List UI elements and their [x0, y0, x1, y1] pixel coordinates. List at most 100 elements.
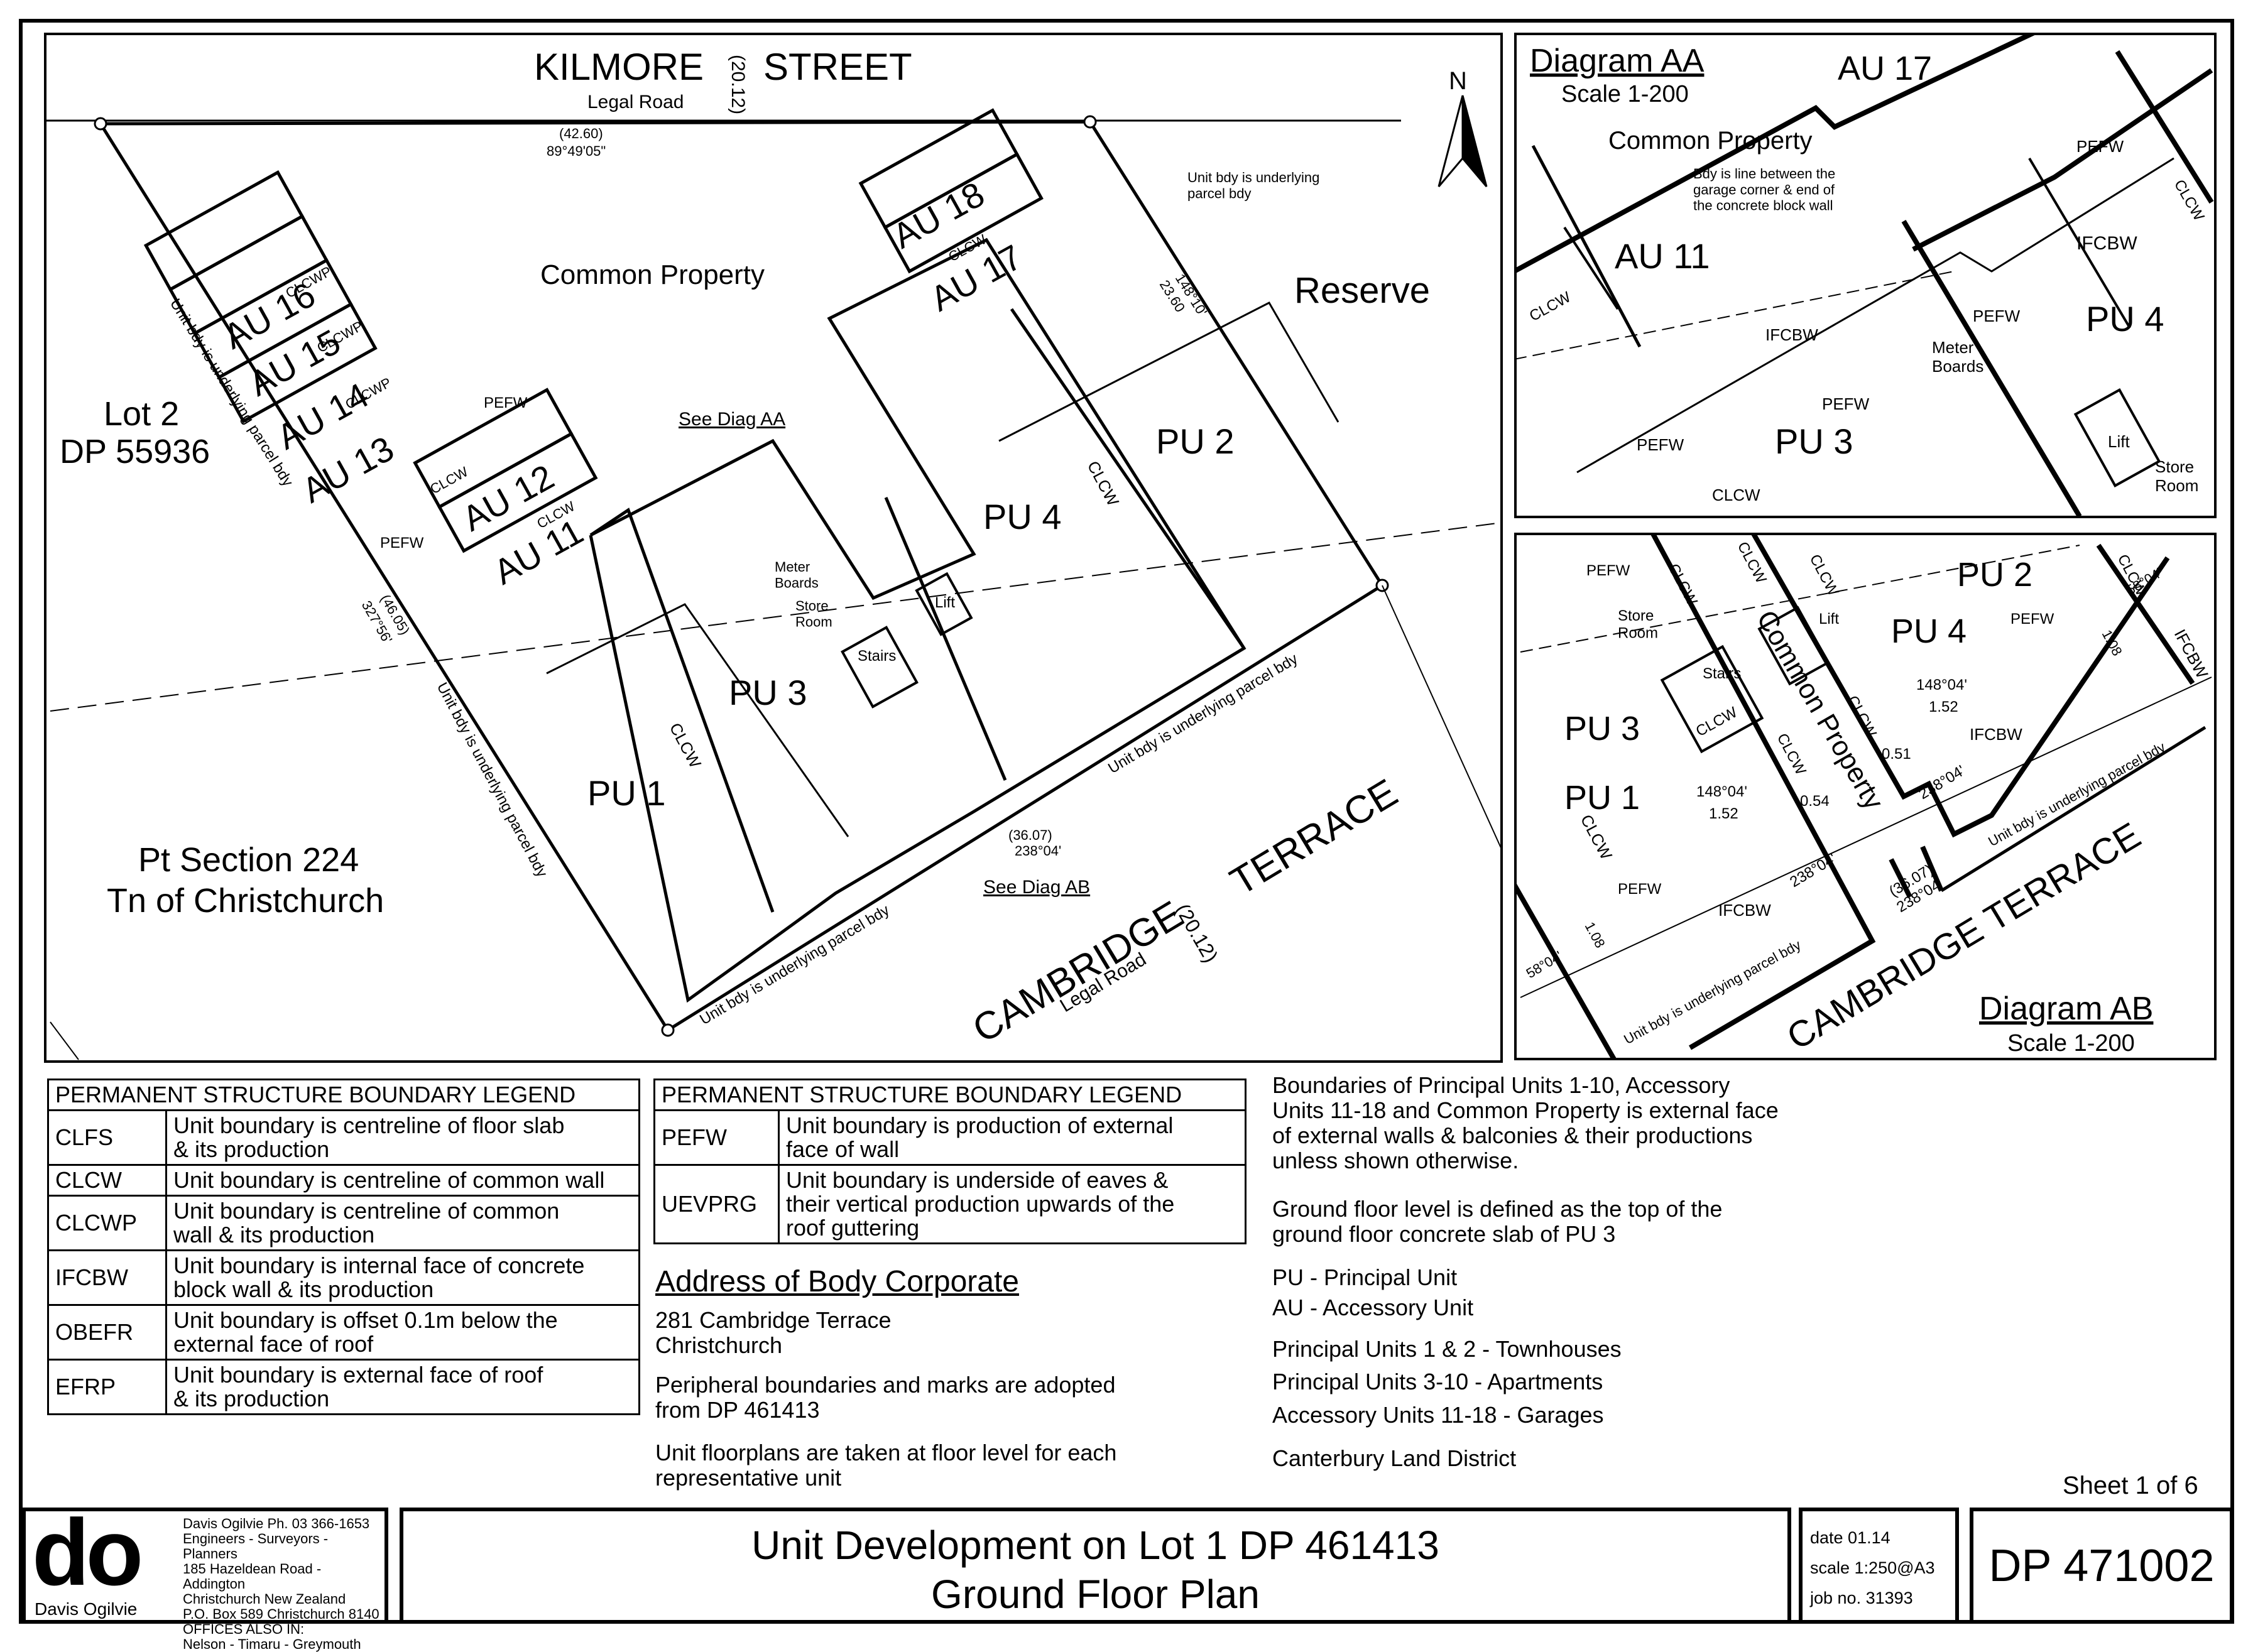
diagram-ab-pu4: PU 4 — [1891, 612, 1967, 650]
legend1-rows-0-code: CLFS — [47, 1109, 167, 1166]
diagram-aa-pefw: PEFW — [1822, 394, 1870, 413]
plan-legal-road: Legal Road — [587, 92, 684, 112]
land-district-note: Canterbury Land District — [1272, 1445, 1517, 1471]
diagram-ab-clcw: CLCW — [1577, 812, 1617, 863]
company-details: Davis Ogilvie Ph. 03 366-1653 Engineers … — [183, 1516, 379, 1652]
legend1-rows-4-code: OBEFR — [47, 1304, 167, 1361]
dp-number-block: DP 471002 — [1970, 1508, 2234, 1624]
body-corporate-heading: Address of Body Corporate — [655, 1265, 1019, 1298]
diagram-aa-ifcbw: IFCBW — [1765, 325, 1818, 344]
plan-stairs: Stairs — [858, 648, 896, 665]
diagram-ab-clcw: CLCW — [1806, 552, 1842, 599]
plan-lot2-line2: DP 55936 — [60, 433, 210, 470]
pu3-label: PU 3 — [729, 673, 807, 712]
legend1-rows-4-desc: Unit boundary is offset 0.1m below the e… — [165, 1304, 640, 1361]
common-property-label: Common Property — [540, 259, 765, 290]
diagram-ab-brg-b: 148°04' — [1696, 783, 1747, 800]
diagram-aa-pefw: PEFW — [1637, 435, 1684, 454]
plan-pefw: PEFW — [380, 535, 424, 552]
abbreviations-note: PU - Principal Unit AU - Accessory Unit — [1272, 1264, 1474, 1320]
diagram-aa-title: Diagram AA — [1530, 43, 1705, 79]
dp-number: DP 471002 — [1988, 1540, 2215, 1591]
legend-2-header: PERMANENT STRUCTURE BOUNDARY LEGEND — [653, 1079, 1247, 1111]
diagram-ab-pu3: PU 3 — [1564, 710, 1640, 747]
diagram-ab-brg-58-b: 58°04' — [1524, 948, 1565, 981]
plan-title-line2: Ground Floor Plan — [931, 1572, 1260, 1617]
company-logo: do — [32, 1499, 143, 1605]
diagram-ab-pefw: PEFW — [2010, 611, 2054, 628]
plan-street-top-width: (20.12) — [728, 55, 748, 114]
legend2-rows-1-code: UEVPRG — [653, 1164, 780, 1244]
diagram-aa-pu4: PU 4 — [2086, 299, 2164, 339]
diagram-aa-scale: Scale 1-200 — [1561, 81, 1689, 107]
street-top-name: KILMORE — [534, 46, 704, 88]
au-garage-block-right — [858, 108, 1044, 274]
diagram-ab-clcw: CLCW — [1665, 561, 1701, 608]
diagram-ab-v108-b: 1.08 — [1582, 920, 1608, 951]
plan-pt-section-line1: Pt Section 224 — [138, 841, 359, 879]
diagram-aa-au11: AU 11 — [1615, 236, 1710, 276]
legend1-rows-5-desc: Unit boundary is external face of roof &… — [165, 1359, 640, 1415]
diagram-ab-clcw: CLCW — [1734, 539, 1770, 586]
boundaries-note: Boundaries of Principal Units 1-10, Acce… — [1272, 1072, 1779, 1173]
legend1-rows-3-desc: Unit boundary is internal face of concre… — [165, 1249, 640, 1306]
plan-see-diag-ab: See Diag AB — [983, 877, 1090, 898]
diagram-aa-ifcbw: IFCBW — [2076, 233, 2137, 254]
pu4-label: PU 4 — [983, 497, 1062, 536]
legend-1-header: PERMANENT STRUCTURE BOUNDARY LEGEND — [47, 1079, 640, 1111]
diagram-ab-ifcbw: IFCBW — [2171, 626, 2212, 682]
diagram-ab-len-a: 1.52 — [1929, 698, 1958, 715]
diagram-aa-pefw: PEFW — [2076, 137, 2124, 156]
diagram-aa-clcw: CLCW — [1712, 486, 1760, 504]
plan-bottom-len: (36.07) — [1008, 827, 1052, 843]
north-arrow-icon — [1437, 95, 1464, 187]
diagram-ab-v051: 0.51 — [1882, 746, 1911, 763]
plan-unit-bdy-underlying: Unit bdy is underlying parcel bdy — [697, 901, 892, 1028]
diagram-ab-brg-238-a: 238°04' — [1916, 762, 1968, 803]
plan-title-line1: Unit Development on Lot 1 DP 461413 — [751, 1523, 1439, 1568]
plan-see-diag-aa: See Diag AA — [679, 409, 785, 430]
legend2-rows-0-desc: Unit boundary is production of external … — [778, 1109, 1247, 1166]
legend1-rows-0-desc: Unit boundary is centreline of floor sla… — [165, 1109, 640, 1166]
legend1-rows-1-desc: Unit boundary is centreline of common wa… — [165, 1164, 640, 1197]
legend2-rows-0-code: PEFW — [653, 1109, 780, 1166]
legend1-rows-2-desc: Unit boundary is centreline of common wa… — [165, 1195, 640, 1251]
plan-street-bottom: CAMBRIDGE — [966, 893, 1190, 1052]
diagram-ab-brg-a: 148°04' — [1916, 677, 1967, 693]
sheet-number: Sheet 1 of 6 — [2063, 1472, 2198, 1499]
diagram-aa-au17: AU 17 — [1838, 50, 1932, 87]
plan-pefw: PEFW — [484, 394, 528, 411]
floorplans-note: Unit floorplans are taken at floor level… — [655, 1440, 1117, 1491]
diagram-aa: Diagram AA Scale 1-200 AU 17 Common Prop… — [1514, 33, 2217, 518]
pu-townhouses-note: Principal Units 1 & 2 - Townhouses — [1272, 1336, 1622, 1362]
diagram-ab: PU 2 PU 4 PU 3 PU 1 Common Property Stor… — [1514, 533, 2217, 1060]
plan-title-block: Unit Development on Lot 1 DP 461413 Grou… — [400, 1508, 1791, 1624]
diagram-ab-ifcbw: IFCBW — [1970, 725, 2022, 744]
diagram-ab-pu1: PU 1 — [1564, 779, 1640, 817]
plan-pt-section-line2: Tn of Christchurch — [107, 882, 384, 920]
reserve-label: Reserve — [1294, 270, 1430, 311]
diagram-ab-pefw: PEFW — [1586, 562, 1630, 579]
pu1-label: PU 1 — [587, 773, 666, 813]
legend1-rows-1-code: CLCW — [47, 1164, 167, 1197]
plan-clcw: CLCW — [666, 720, 706, 771]
diagram-aa-common-property: Common Property — [1608, 127, 1813, 155]
au-garage-block-left — [143, 170, 378, 424]
plan-top-boundary-len: (42.60) — [559, 126, 603, 141]
diagram-ab-lift: Lift — [1819, 611, 1839, 628]
diagram-ab-title: Diagram AB — [1979, 991, 2153, 1027]
diagram-ab-v054: 0.54 — [1800, 793, 1830, 810]
diagram-ab-unit-bdy-underlying: Unit bdy is underlying parcel bdy — [1985, 739, 2168, 849]
